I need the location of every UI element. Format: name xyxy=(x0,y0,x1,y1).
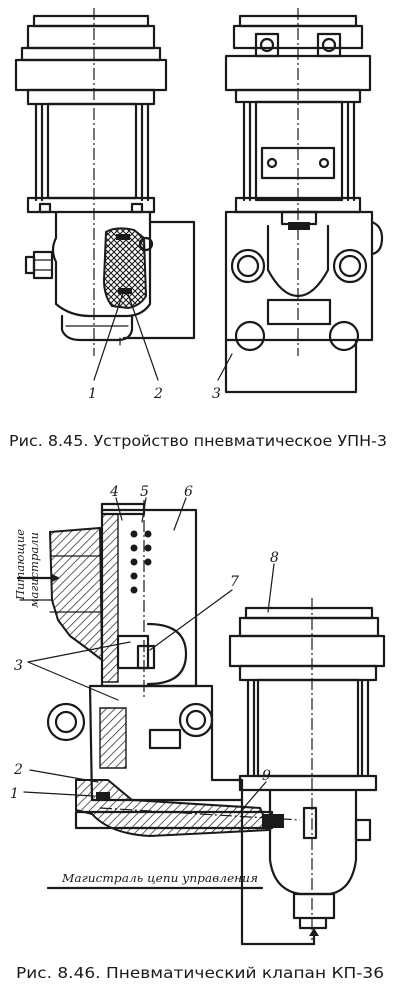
figure-8-46-caption: Рис. 8.46. Пневматический клапан КП-36 xyxy=(16,964,384,982)
fig1-label-1: 1 xyxy=(88,386,97,402)
fig2-label-6: 6 xyxy=(184,484,193,500)
figure-8-45-caption: Рис. 8.45. Устройство пневматическое УПН… xyxy=(9,432,387,450)
figure-8-45-drawing: 1 2 3 xyxy=(14,8,384,402)
fig2-label-1: 1 xyxy=(10,786,19,802)
upn3-front-view xyxy=(14,8,196,381)
fig2-label-2: 2 xyxy=(13,762,23,778)
fig1-label-2: 2 xyxy=(153,386,163,402)
fig2-label-8: 8 xyxy=(270,550,279,566)
fig2-label-9: 9 xyxy=(262,768,271,784)
spring xyxy=(130,530,152,594)
fig2-label-5: 5 xyxy=(140,484,149,500)
fig2-label-7: 7 xyxy=(230,574,239,590)
supply-label-line1: Питающие xyxy=(13,529,27,601)
fig2-label-3: 3 xyxy=(14,658,23,674)
fig1-label-3: 3 xyxy=(212,386,221,402)
upn3-side-view xyxy=(217,8,384,394)
figure-8-46-drawing: Питающие магистрали xyxy=(10,484,386,946)
fig2-label-4: 4 xyxy=(109,484,119,500)
supply-label-line2: магистрали xyxy=(27,532,41,608)
control-line-label: Магистраль цепи управления xyxy=(61,871,258,885)
